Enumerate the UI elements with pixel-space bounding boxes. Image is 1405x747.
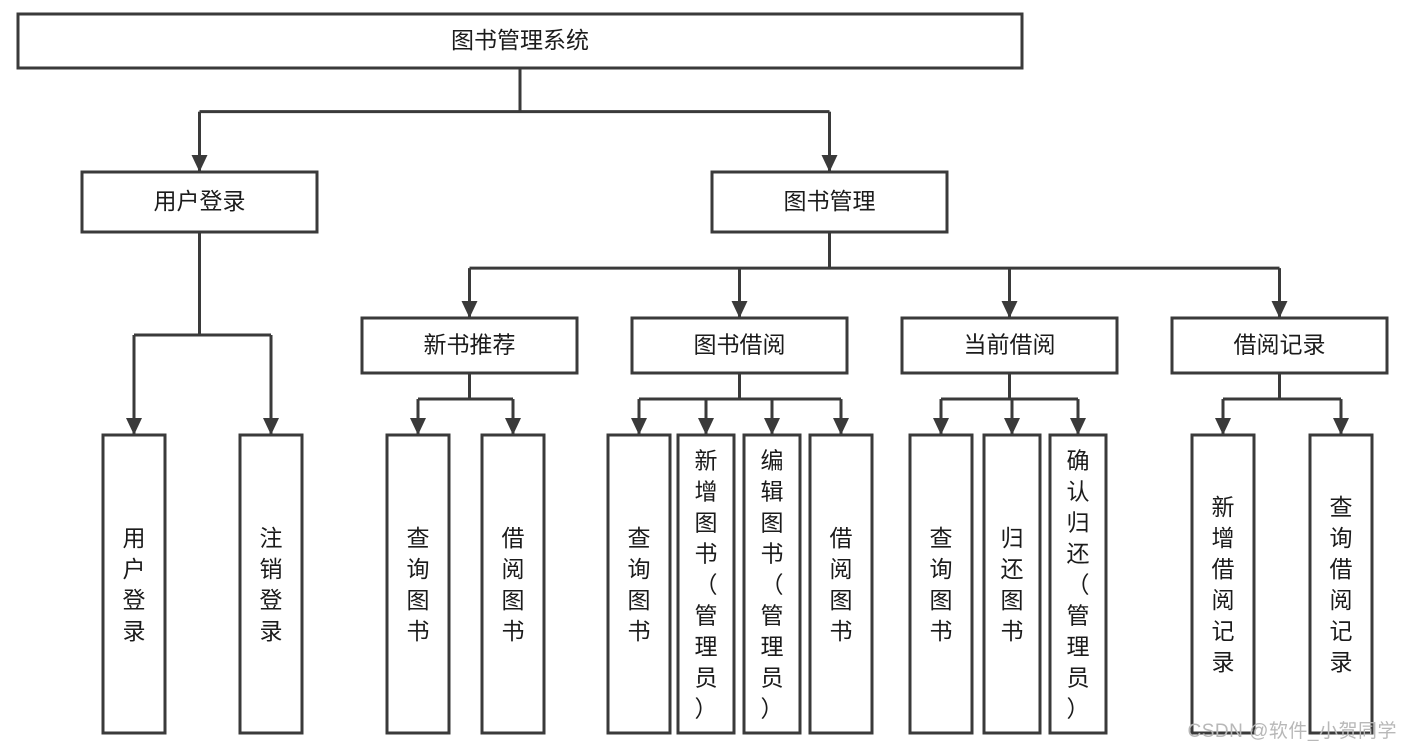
node-leaf-query-record[interactable]: 查询借阅记录 [1308,433,1374,735]
node-box [1308,433,1374,735]
edge-arrow-icon [631,418,647,435]
node-leaf-user-logout[interactable]: 注销登录 [238,433,304,735]
node-leaf-confirm-return[interactable]: 确认归还（管理员） [1048,433,1108,735]
node-leaf-query-book-rec[interactable]: 查询图书 [385,433,451,735]
node-label: 查询图书 [628,525,651,644]
node-box [676,433,736,735]
node-label: 用户登录 [154,188,246,214]
node-user-login[interactable]: 用户登录 [80,170,319,234]
node-borrow-record[interactable]: 借阅记录 [1170,316,1389,375]
node-label: 借阅图书 [830,525,853,644]
node-box [1190,433,1256,735]
node-leaf-add-record[interactable]: 新增借阅记录 [1190,433,1256,735]
node-book-manage[interactable]: 图书管理 [710,170,949,234]
node-box [1170,316,1389,375]
edge-arrow-icon [731,301,748,318]
edge-arrow-icon [1333,418,1349,435]
node-label: 图书管理 [784,188,876,214]
node-box [630,316,849,375]
node-label: 当前借阅 [964,332,1056,358]
node-box [606,433,672,735]
node-box [982,433,1042,735]
node-label: 借阅记录 [1234,332,1326,358]
node-leaf-borrow-book-rec[interactable]: 借阅图书 [480,433,546,735]
edge-arrow-icon [833,418,849,435]
node-leaf-query-book-borrow[interactable]: 查询图书 [606,433,672,735]
node-label: 新书推荐 [424,332,516,358]
node-box [80,170,319,234]
node-label: 确认归还（管理员） [1067,448,1090,722]
edge-arrow-icon [1070,418,1086,435]
edge-arrow-icon [263,418,279,435]
edge-arrow-icon [1271,301,1288,318]
node-label: 查询借阅记录 [1330,494,1353,675]
node-leaf-add-book[interactable]: 新增图书（管理员） [676,433,736,735]
edge-arrow-icon [1001,301,1018,318]
node-label: 新增图书（管理员） [695,448,718,722]
node-leaf-borrow-book[interactable]: 借阅图书 [808,433,874,735]
node-label: 归还图书 [1001,525,1024,644]
node-label: 用户登录 [123,525,146,644]
node-leaf-return-book[interactable]: 归还图书 [982,433,1042,735]
edge-arrow-icon [764,418,780,435]
node-leaf-user-login[interactable]: 用户登录 [101,433,167,735]
node-label: 图书管理系统 [451,27,589,53]
node-box [360,316,579,375]
edge-arrow-icon [821,155,838,172]
node-leaf-edit-book[interactable]: 编辑图书（管理员） [742,433,802,735]
edge-arrow-icon [505,418,521,435]
node-box [742,433,802,735]
edge-arrow-icon [191,155,208,172]
edge-arrow-icon [126,418,142,435]
node-label: 借阅图书 [502,525,525,644]
node-box [908,433,974,735]
edge-arrow-icon [410,418,426,435]
node-box [808,433,874,735]
edge-arrow-icon [698,418,714,435]
node-label: 查询图书 [930,525,953,644]
node-label: 编辑图书（管理员） [761,448,784,722]
edge-arrow-icon [933,418,949,435]
edge-arrow-icon [1215,418,1231,435]
node-box [101,433,167,735]
node-box [710,170,949,234]
edge-arrow-icon [461,301,478,318]
node-box [16,12,1024,70]
node-root[interactable]: 图书管理系统 [16,12,1024,70]
node-new-book-rec[interactable]: 新书推荐 [360,316,579,375]
node-label: 新增借阅记录 [1212,494,1235,675]
node-label: 查询图书 [407,525,430,644]
node-label: 图书借阅 [694,332,786,358]
node-box [480,433,546,735]
node-box [900,316,1119,375]
node-current-borrow[interactable]: 当前借阅 [900,316,1119,375]
node-book-borrow[interactable]: 图书借阅 [630,316,849,375]
node-box [238,433,304,735]
node-box [1048,433,1108,735]
node-leaf-query-book-cur[interactable]: 查询图书 [908,433,974,735]
edge-arrow-icon [1004,418,1020,435]
node-box [385,433,451,735]
node-label: 注销登录 [260,525,283,644]
